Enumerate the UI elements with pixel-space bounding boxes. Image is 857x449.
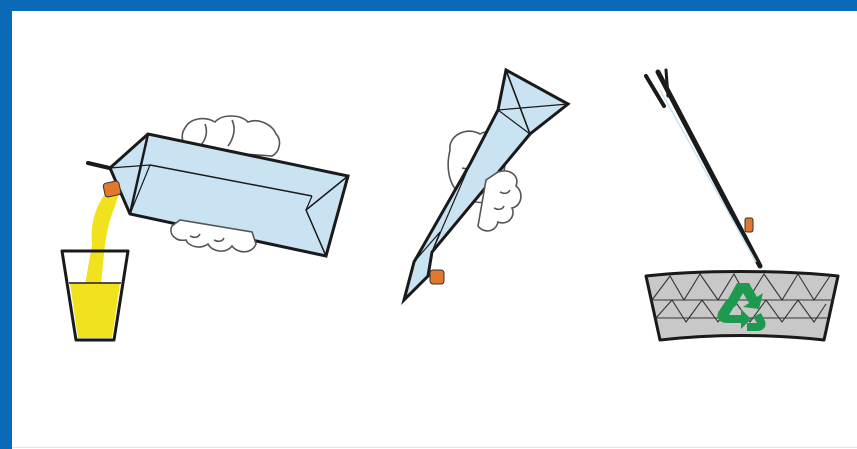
- recycling-bin-icon: [646, 272, 838, 341]
- carton-cap: [103, 180, 122, 197]
- step-pour-juice: [62, 116, 348, 340]
- step-flatten-carton: [404, 70, 568, 300]
- flat-carton-cap: [430, 270, 444, 284]
- juice-stream: [84, 190, 120, 292]
- rolled-carton-cap: [745, 218, 753, 232]
- step-recycle-carton: [646, 70, 838, 340]
- rolled-carton-icon: [646, 70, 760, 266]
